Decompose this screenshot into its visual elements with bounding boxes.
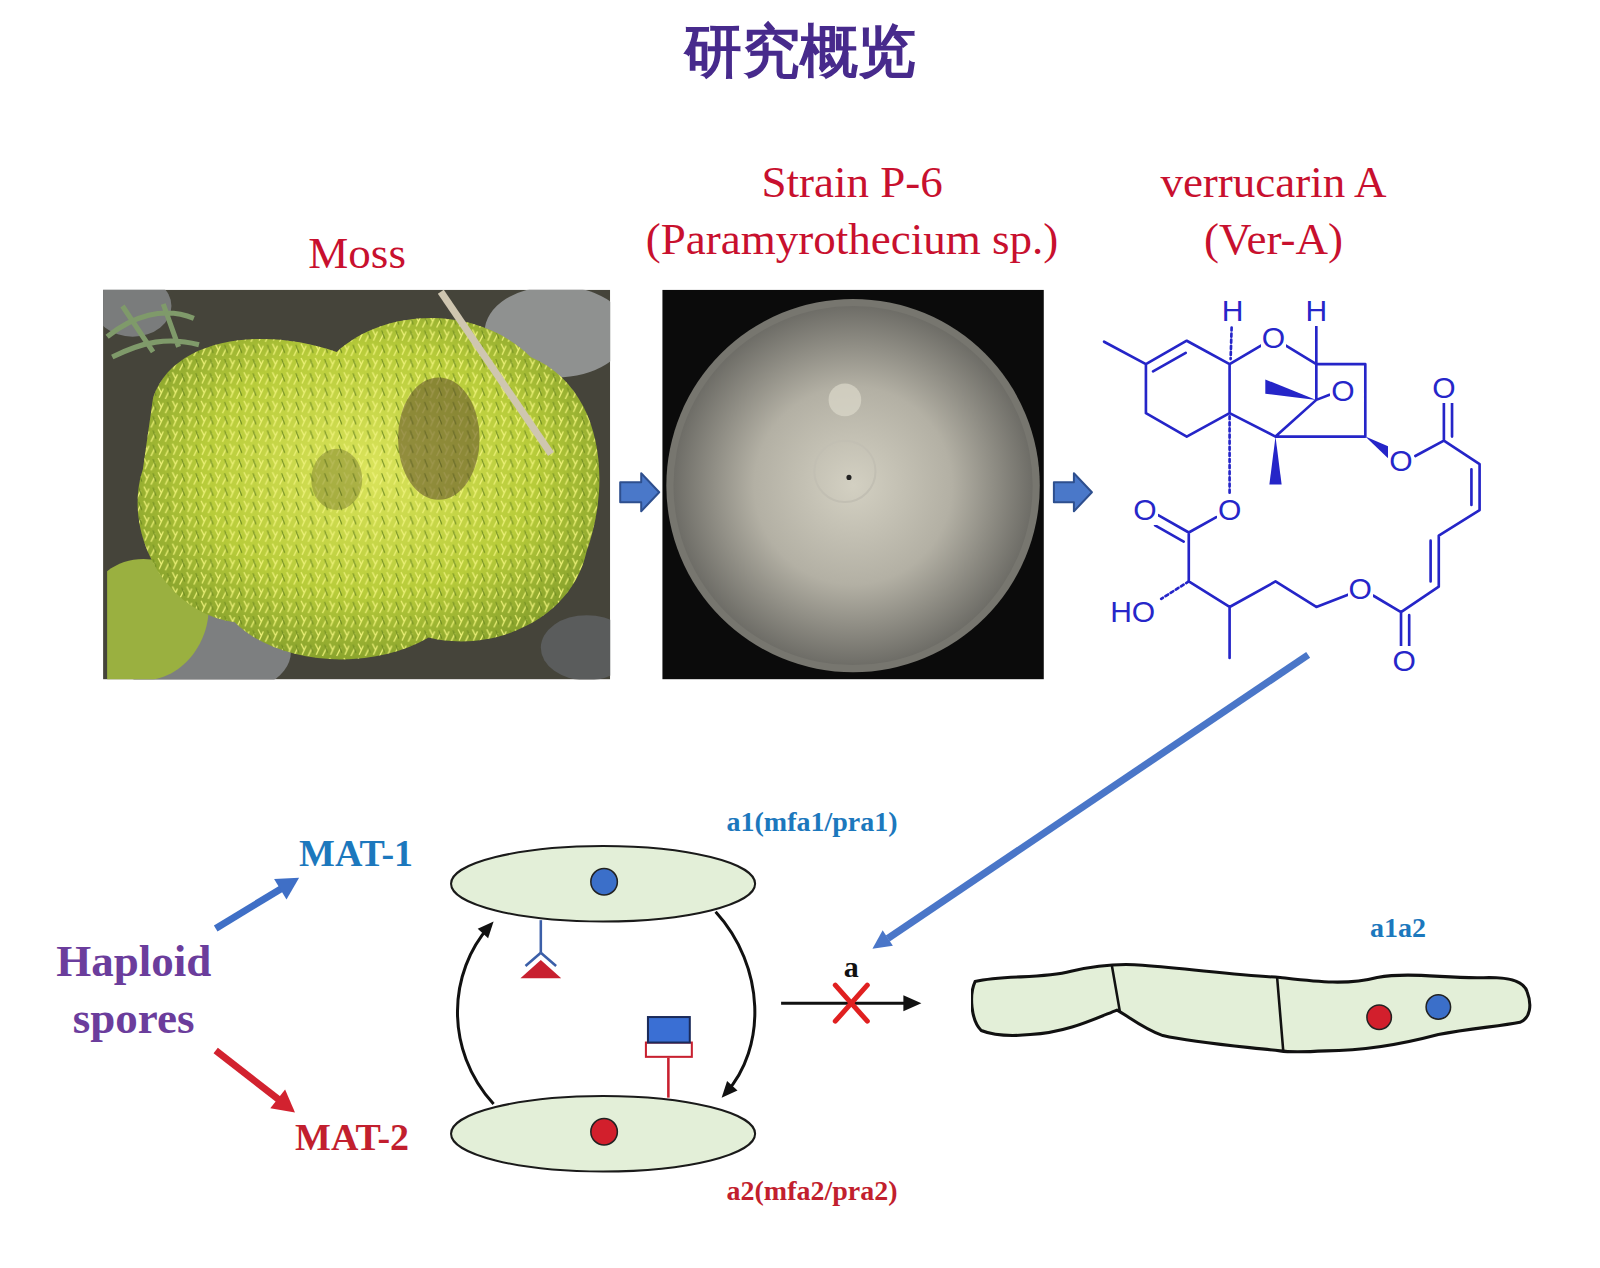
moss-photo (103, 290, 610, 680)
petri-dish-photo-part (814, 441, 875, 502)
atom-label: O (1388, 446, 1413, 476)
node-heading: a1a2 (1370, 911, 1426, 945)
moss-photo-part (441, 292, 551, 454)
connector (781, 985, 921, 1021)
atom-label: H (1304, 296, 1328, 326)
leader-line (872, 655, 1308, 949)
node-text: MAT-2 (295, 1114, 409, 1160)
atom-label: H (1221, 296, 1245, 326)
petri-dish-photo (662, 290, 1044, 680)
node-heading: verrucarin A (Ver-A) (1143, 154, 1403, 268)
cell-outline (449, 844, 757, 924)
curved-arrow (457, 926, 493, 1104)
node-heading: a1(mfa1/pra1) (727, 805, 898, 839)
arrow-head (478, 922, 494, 939)
cell-outline (451, 846, 755, 921)
node-heading: Strain P-6 (Paramyrothecium sp.) (617, 154, 1087, 268)
receptor-symbol-part (540, 920, 543, 953)
petri-dish-photo-part (666, 299, 1039, 672)
atom-label: O (1431, 373, 1456, 403)
hypha-shape: a1a2 (971, 955, 1532, 1057)
arrow-line (781, 1002, 907, 1005)
arrow-head (270, 1089, 295, 1112)
atom-label: O (1132, 495, 1157, 525)
cell-ellipse: a1(mfa1/pra1) (449, 844, 757, 924)
photo-box: Moss (103, 290, 610, 680)
pheromone-symbol-part (667, 1058, 670, 1098)
nucleus-dot (591, 868, 618, 895)
moss-photo-part (311, 449, 362, 510)
arrow-line (216, 1051, 280, 1101)
connector (1054, 473, 1092, 511)
moss-photo-part (107, 304, 199, 357)
chemical-structure (1104, 326, 1480, 658)
nucleus-dot (591, 1118, 618, 1145)
connector (620, 473, 659, 511)
moss-photo-part (138, 318, 600, 659)
petri-dish-photo-part (829, 384, 862, 417)
atom-label: O (1391, 646, 1416, 676)
moss-photo-part (398, 377, 480, 499)
arrow-head (274, 878, 299, 900)
cell-outline (451, 1096, 755, 1171)
title: 研究概览 (684, 17, 916, 87)
leader-line-part (872, 930, 892, 948)
pheromone-symbol-part (648, 1017, 690, 1043)
atom-label: O (1217, 495, 1242, 525)
edge-label: a (842, 952, 861, 982)
connector (216, 1051, 295, 1113)
block-arrow (1054, 473, 1092, 511)
cell-outline (449, 1094, 757, 1174)
petri-dish-photo-part (662, 290, 1044, 680)
connector (457, 922, 493, 1105)
text-node: MAT-1 (295, 826, 417, 880)
leader-line-part (888, 655, 1308, 939)
connector (216, 878, 299, 929)
hypha-outline (972, 964, 1530, 1051)
chemical-structure-part (1161, 327, 1231, 598)
node-text: MAT-1 (299, 830, 413, 876)
node-heading: Moss (237, 225, 477, 282)
arrow-line (216, 888, 282, 928)
pheromone-symbol (646, 1017, 692, 1098)
atom-label: O (1261, 323, 1286, 353)
receptor-symbol (520, 920, 561, 978)
atom-label: O (1348, 574, 1373, 604)
text-node: MAT-2 (291, 1110, 413, 1164)
text-node: Haploid spores (40, 929, 228, 1051)
hypha-outline (971, 955, 1532, 1057)
chemical-structure-part (1104, 326, 1480, 658)
nucleus-dot (1427, 995, 1451, 1019)
nucleus-dot (1367, 1005, 1391, 1029)
chemical-structure-part (1265, 379, 1316, 399)
atom-label: HO (1109, 597, 1156, 627)
cell-ellipse: a2(mfa2/pra2) (449, 1094, 757, 1174)
receptor-symbol-part (520, 960, 561, 978)
chemical-structure-part (1269, 437, 1281, 485)
moss-photo-part (541, 615, 610, 679)
petri-dish-photo-part (673, 306, 1032, 665)
photo-box: Strain P-6 (Paramyrothecium sp.) (662, 290, 1044, 680)
block-cross (835, 985, 867, 1021)
atom-label: O (1330, 376, 1355, 406)
curved-arrow (716, 912, 755, 1094)
arrow-head (722, 1081, 738, 1098)
node-text: Haploid spores (44, 933, 224, 1047)
septum-line (1112, 965, 1283, 1051)
node-heading: a2(mfa2/pra2) (727, 1174, 898, 1208)
moss-photo-part (138, 318, 600, 659)
petri-dish-photo-part (846, 475, 851, 480)
connector (716, 912, 755, 1098)
pheromone-symbol-part (646, 1043, 692, 1057)
block-arrow (620, 473, 659, 511)
arrow-head (903, 995, 921, 1011)
